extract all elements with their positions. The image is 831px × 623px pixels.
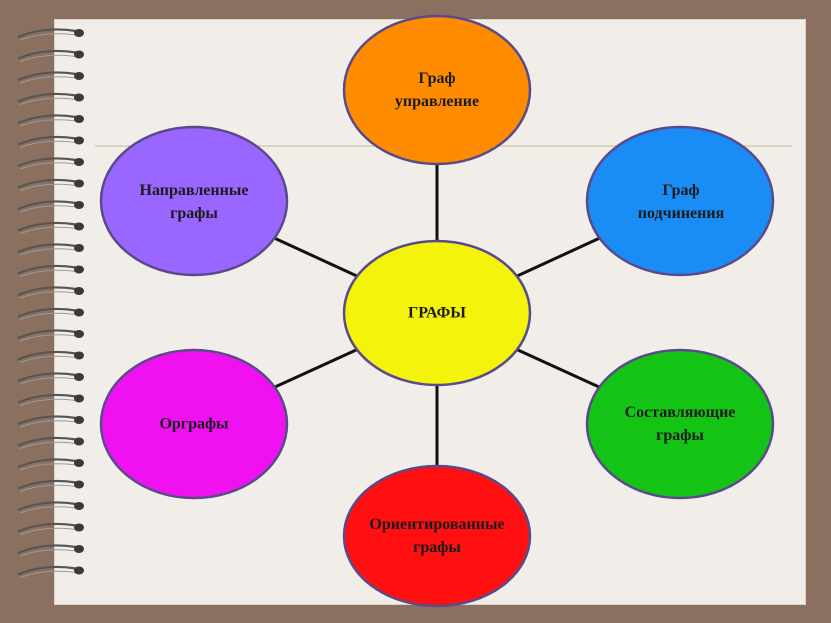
spiral-ring bbox=[18, 567, 84, 578]
node-label-control: Граф управление bbox=[342, 67, 532, 113]
spiral-ring bbox=[18, 137, 84, 148]
spiral-ring bbox=[18, 502, 84, 513]
edge-subordination bbox=[517, 238, 600, 276]
edge-directed bbox=[274, 238, 357, 276]
node-label-subordination: Граф подчинения bbox=[586, 179, 776, 225]
spiral-ring bbox=[18, 524, 84, 535]
spiral-ring bbox=[18, 545, 84, 556]
spiral-ring bbox=[18, 481, 84, 492]
spiral-ring bbox=[18, 29, 84, 40]
spiral-ring bbox=[18, 438, 84, 449]
spiral-ring bbox=[18, 223, 84, 234]
spiral-ring bbox=[18, 115, 84, 126]
spiral-binding bbox=[18, 29, 84, 578]
edge-orgraphs bbox=[275, 350, 357, 388]
node-label-orgraphs: Орграфы bbox=[99, 413, 289, 436]
spiral-ring bbox=[18, 330, 84, 341]
spiral-ring bbox=[18, 180, 84, 191]
node-label-oriented: Ориентированные графы bbox=[342, 513, 532, 559]
spiral-ring bbox=[18, 158, 84, 169]
spiral-ring bbox=[18, 94, 84, 105]
spiral-ring bbox=[18, 373, 84, 384]
spiral-ring bbox=[18, 201, 84, 212]
spiral-ring bbox=[18, 395, 84, 406]
edge-components bbox=[517, 350, 599, 388]
spiral-ring bbox=[18, 72, 84, 83]
spiral-ring bbox=[18, 309, 84, 320]
spiral-ring bbox=[18, 287, 84, 298]
node-label-directed: Направленные графы bbox=[99, 179, 289, 225]
spiral-ring bbox=[18, 266, 84, 277]
spiral-ring bbox=[18, 51, 84, 62]
spiral-ring bbox=[18, 416, 84, 427]
center-node-label: ГРАФЫ bbox=[342, 302, 532, 325]
node-label-components: Составляющие графы bbox=[585, 401, 775, 447]
spiral-ring bbox=[18, 459, 84, 470]
spiral-ring bbox=[18, 352, 84, 363]
spiral-ring bbox=[18, 244, 84, 255]
